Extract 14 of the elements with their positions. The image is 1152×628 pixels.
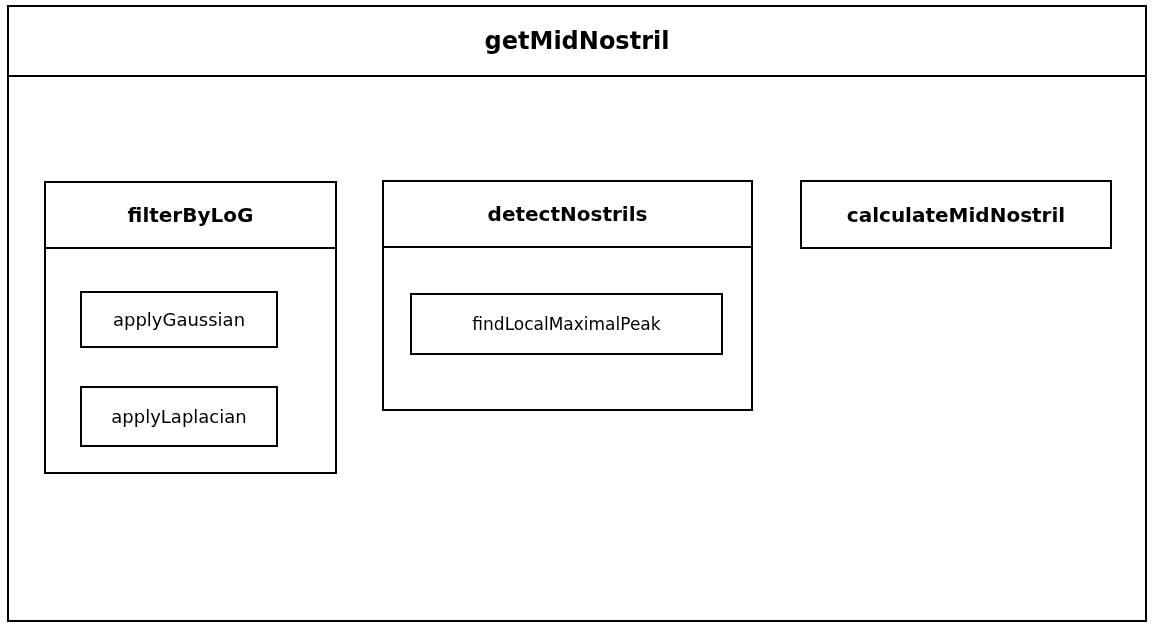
heading-text: calculateMidNostril <box>845 201 1067 229</box>
method-name: applyGaussian <box>111 308 247 332</box>
heading-text: filterByLoG <box>46 183 335 249</box>
heading-text: detectNostrils <box>384 182 751 248</box>
method-box <box>800 180 1112 249</box>
container-box <box>7 5 1147 622</box>
method-box <box>80 291 278 348</box>
heading-text: getMidNostril <box>9 7 1145 77</box>
container-box <box>44 181 337 474</box>
method-name: findLocalMaximalPeak <box>471 313 662 336</box>
method-box <box>410 293 723 355</box>
container-box <box>382 180 753 411</box>
method-name: applyLaplacian <box>110 405 248 429</box>
method-box <box>80 386 278 447</box>
